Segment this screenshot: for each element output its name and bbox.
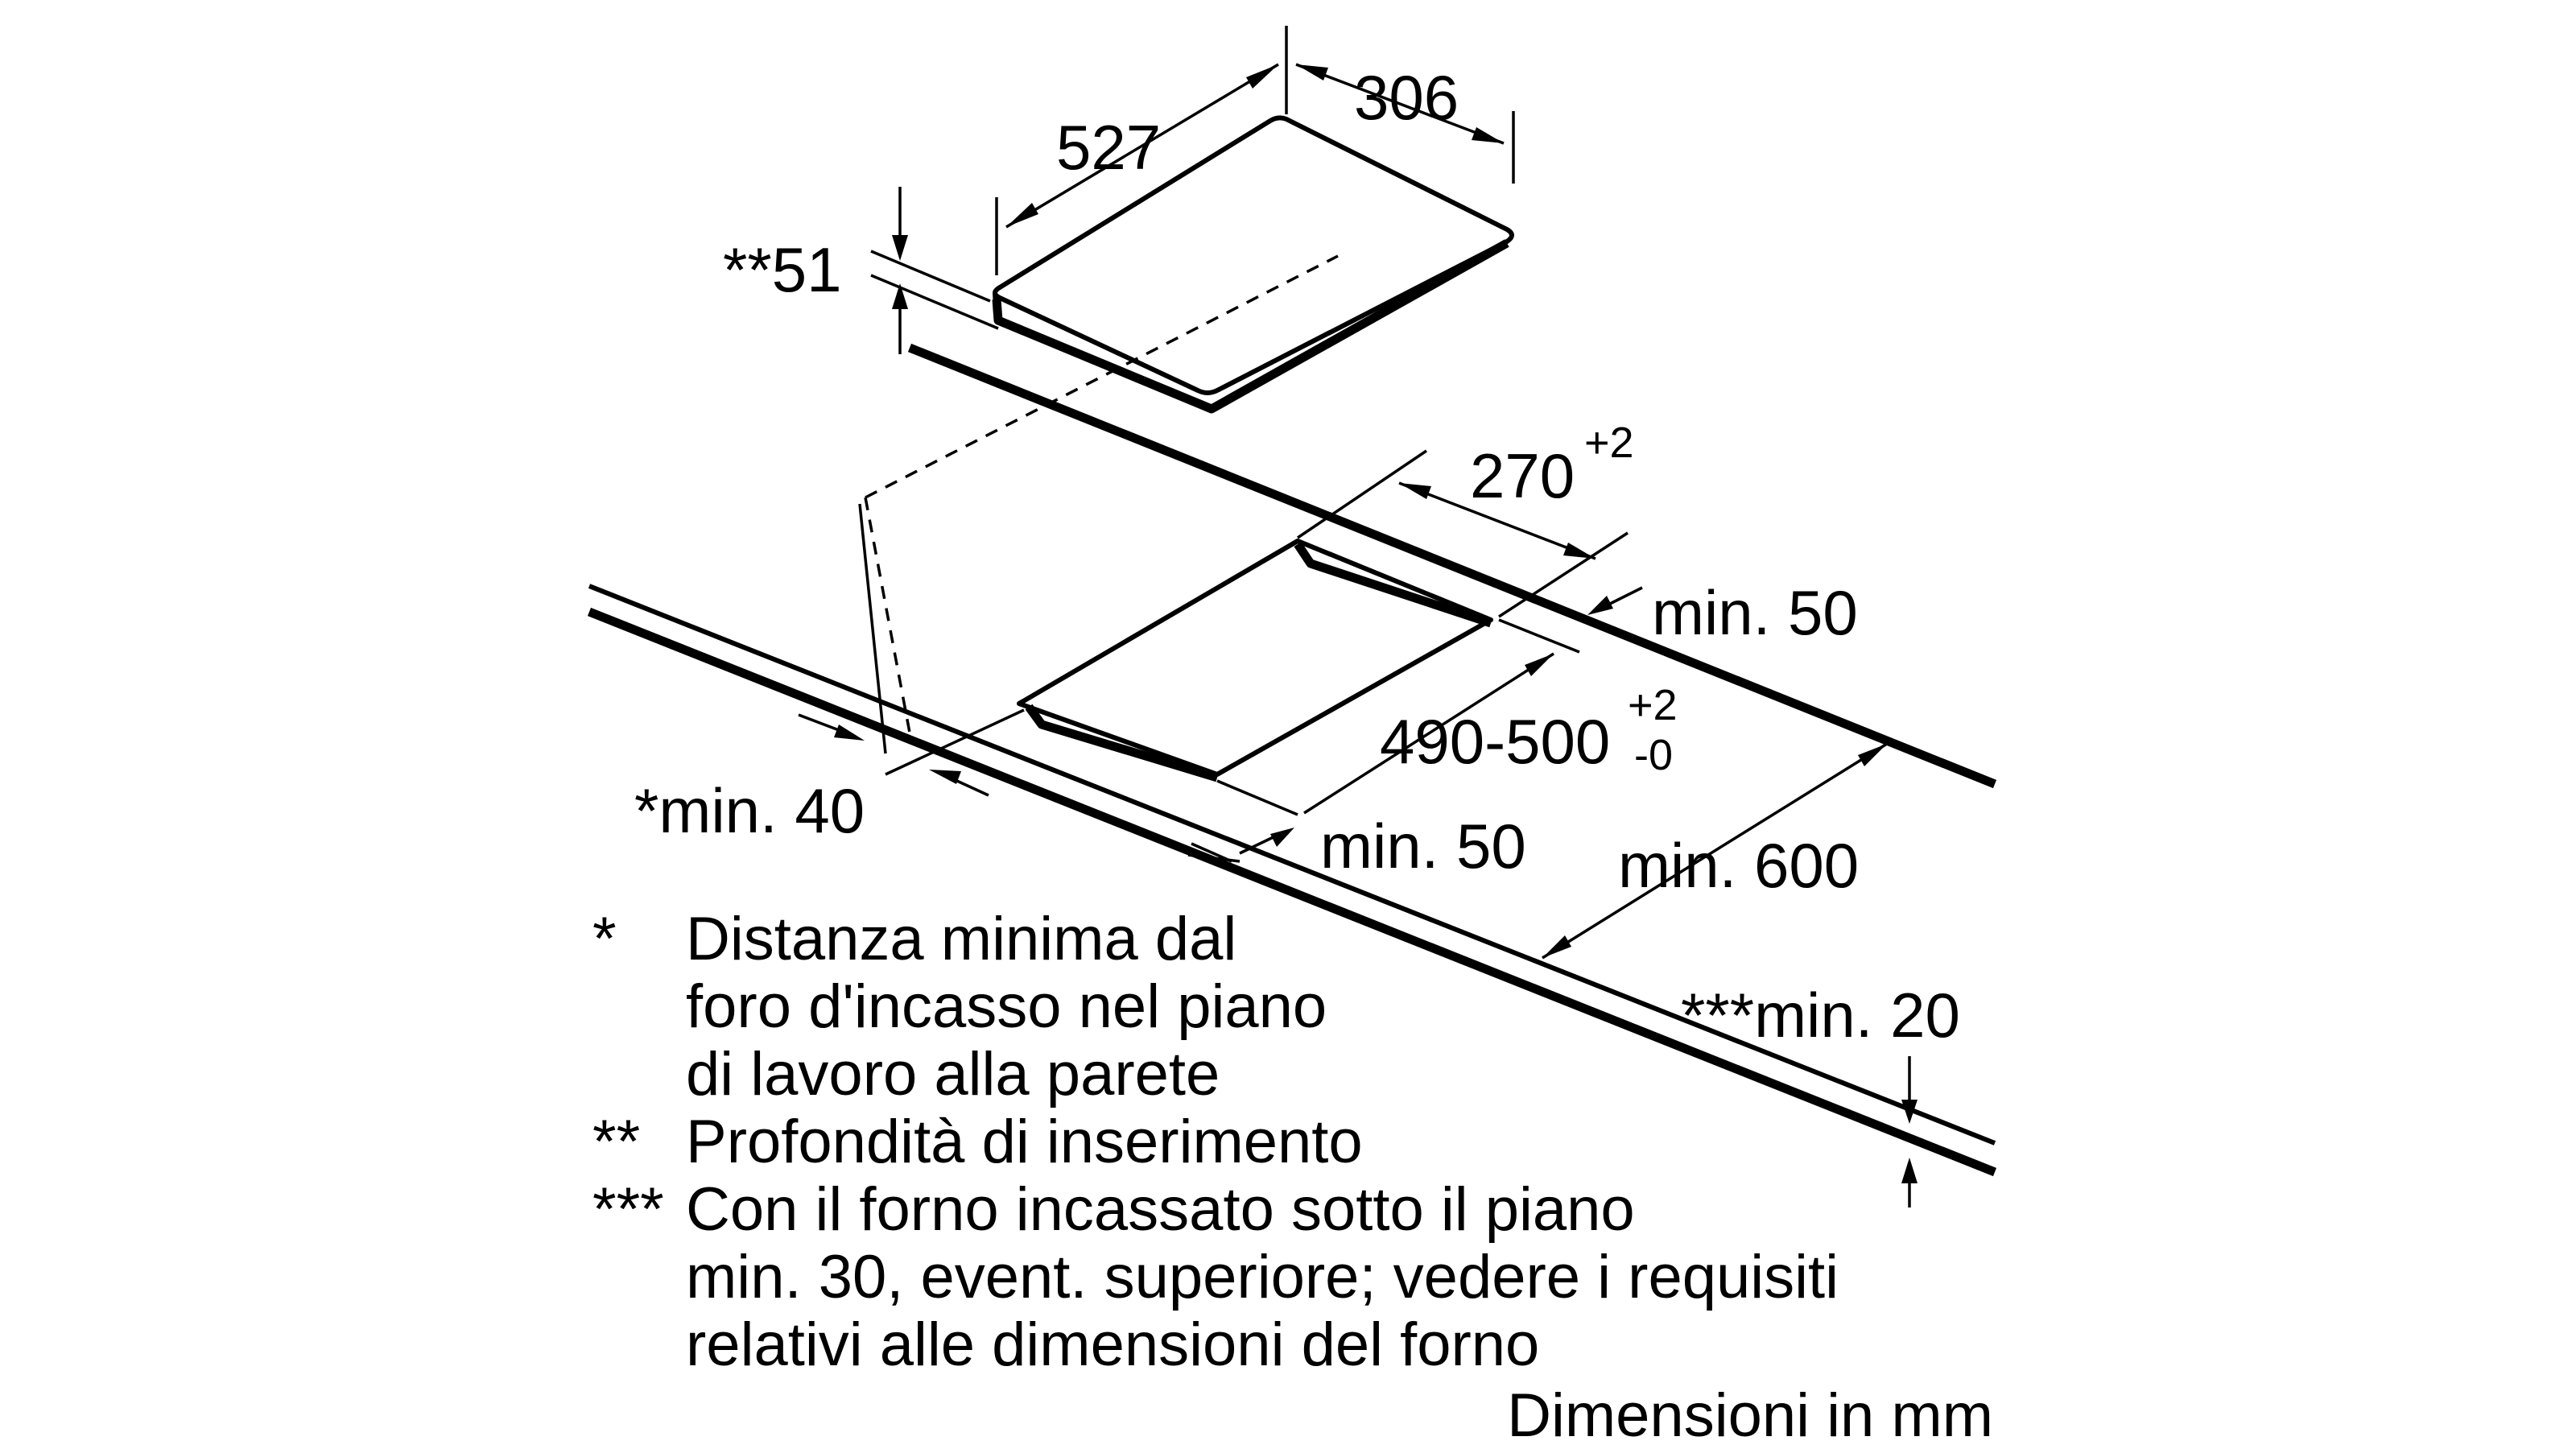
cutout-width-label: 270 [1470,440,1575,511]
cutout-depth-ext [1216,779,1298,816]
insertion-arrow-top [892,235,908,261]
note-3-line-3: relativi alle dimensioni del forno [686,1311,1539,1379]
cutout-width-tolerance: +2 [1584,419,1634,467]
insertion-ext-bottom [870,274,999,330]
note-3-marker: *** [592,1175,664,1244]
dimension-cutout-depth: 490-500 +2 -0 [1216,652,1678,816]
hob-depth-dim-line [1005,63,1279,229]
dimension-side-wall-clearance: *min. 40 [634,503,1025,846]
dimension-front-clearance: min. 50 [1191,811,1526,881]
hob-left-corner [993,292,999,323]
notes-block: * Distanza minima dal foro d'incasso nel… [592,905,1993,1449]
wall-dashed-lower [864,497,911,733]
side-clearance-arrow-a [834,724,865,741]
dimension-counter-thickness: ***min. 20 [1681,980,1960,1208]
note-1-line-3: di lavoro alla parete [686,1040,1220,1108]
dimension-counter-depth: min. 600 [1187,742,1888,960]
cutout-depth-tol-lower: -0 [1634,731,1673,779]
front-clearance-label: min. 50 [1320,811,1526,881]
note-3-line-2: min. 30, event. superiore; vedere i requ… [686,1243,1839,1311]
dimension-cutout-width: 270 +2 [1297,419,1634,618]
note-2-line-1: Profondità di inserimento [686,1108,1363,1176]
counter-depth-arrow-b [1858,744,1887,766]
side-clearance-label: *min. 40 [634,775,865,846]
rear-clearance-label: min. 50 [1652,577,1858,648]
side-clearance-ext-a [858,503,887,754]
countertop-drawing [587,254,1997,1177]
insertion-arrow-bottom [892,283,908,309]
front-clearance-arrow [1270,828,1294,847]
note-2-marker: ** [592,1108,640,1176]
cutout-depth-label: 490-500 [1380,706,1610,777]
note-3-line-1: Con il forno incassato sotto il piano [686,1175,1635,1244]
cutout-depth-arrow-a [1525,654,1554,676]
side-clearance-arrow-b [929,770,961,784]
cutout-inner-edge [1294,541,1492,628]
cutout-width-ext-right [1498,531,1629,618]
cutout-drawing [1017,539,1493,782]
hob-width-arrow-a [1296,64,1328,80]
cutout-depth-dim-line [1303,652,1554,815]
counter-thickness-label: ***min. 20 [1681,980,1960,1051]
rear-clearance-arrow [1587,596,1613,615]
counter-thickness-arrow-bottom [1901,1158,1918,1183]
cutout-width-arrow-b [1563,543,1596,559]
countertop-front-top-edge [588,584,1996,1146]
hob-depth-label: 527 [1056,112,1161,183]
hob-width-dim-line [1295,63,1505,145]
cutout-inner-left [1025,704,1219,782]
hob-front-edge [992,239,1509,414]
insertion-depth-label: **51 [723,234,841,305]
cutout-width-dim-line [1398,481,1596,560]
counter-depth-label: min. 600 [1618,830,1859,901]
hob-drawing [992,115,1514,414]
note-1-line-1: Distanza minima dal [686,905,1236,973]
cutout-width-ext-left [1297,449,1427,539]
hob-top-outline [993,115,1514,395]
countertop-back-edge [907,343,1997,789]
cutout-depth-tol-upper: +2 [1628,681,1678,729]
dimension-rear-clearance: min. 50 [1498,577,1858,654]
hob-depth-arrow-b [1246,64,1278,89]
cutout-width-arrow-a [1399,483,1431,499]
dimension-insertion-depth: **51 [723,187,999,354]
hob-width-arrow-b [1472,127,1504,143]
counter-depth-dim-line [1542,742,1888,960]
note-1-line-2: foro d'incasso nel piano [686,972,1327,1041]
units-footer: Dimensioni in mm [1507,1381,1993,1449]
hob-depth-arrow-a [1006,203,1038,227]
countertop-front-bottom-edge [587,607,1997,1177]
hob-width-label: 306 [1354,62,1459,133]
counter-depth-ext-a [1187,853,1241,863]
note-1-marker: * [592,905,617,973]
side-clearance-ext-b [885,708,1025,776]
dimension-hob-width: 306 [1295,62,1515,184]
dimension-hob-depth: 527 [995,26,1288,275]
counter-thickness-arrow-top [1901,1100,1918,1124]
counter-depth-arrow-a [1542,935,1571,958]
insertion-ext-top [870,250,991,303]
rear-clearance-ext [1498,618,1580,654]
